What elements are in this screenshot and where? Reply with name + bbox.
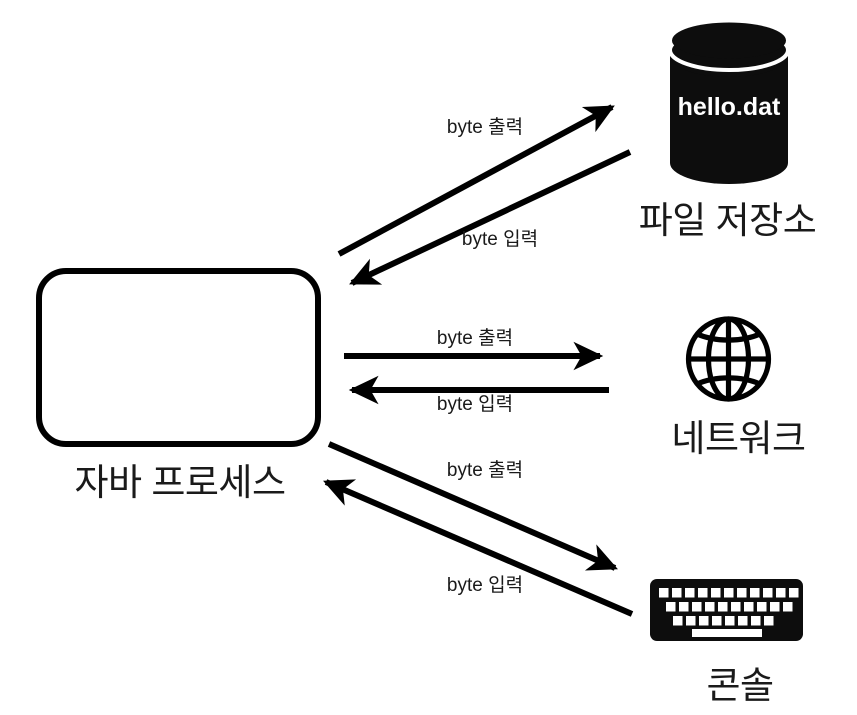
edge-label-network-output: byte 출력 [436,328,514,349]
node-label-file-storage: 파일 저장소 [638,200,817,241]
keyboard-icon [650,579,803,641]
java-process-box [36,268,321,447]
arrow-file-input [349,149,632,286]
arrow-console-output [327,441,618,571]
node-label-java-process: 자바 프로세스 [74,462,286,503]
globe-icon [685,316,772,402]
edge-label-file-input: byte 입력 [461,229,539,250]
edge-label-console-output: byte 출력 [446,460,524,481]
node-label-console: 콘솔 [706,665,774,706]
arrow-console-input [323,479,634,617]
arrow-file-output [337,104,615,257]
edge-label-network-input: byte 입력 [436,394,514,415]
node-label-network: 네트워크 [671,418,806,459]
file-name-text: hello.dat [677,93,781,121]
edge-label-console-input: byte 입력 [446,575,524,596]
edge-label-file-output: byte 출력 [446,117,524,138]
database-cylinder-icon [668,22,790,184]
